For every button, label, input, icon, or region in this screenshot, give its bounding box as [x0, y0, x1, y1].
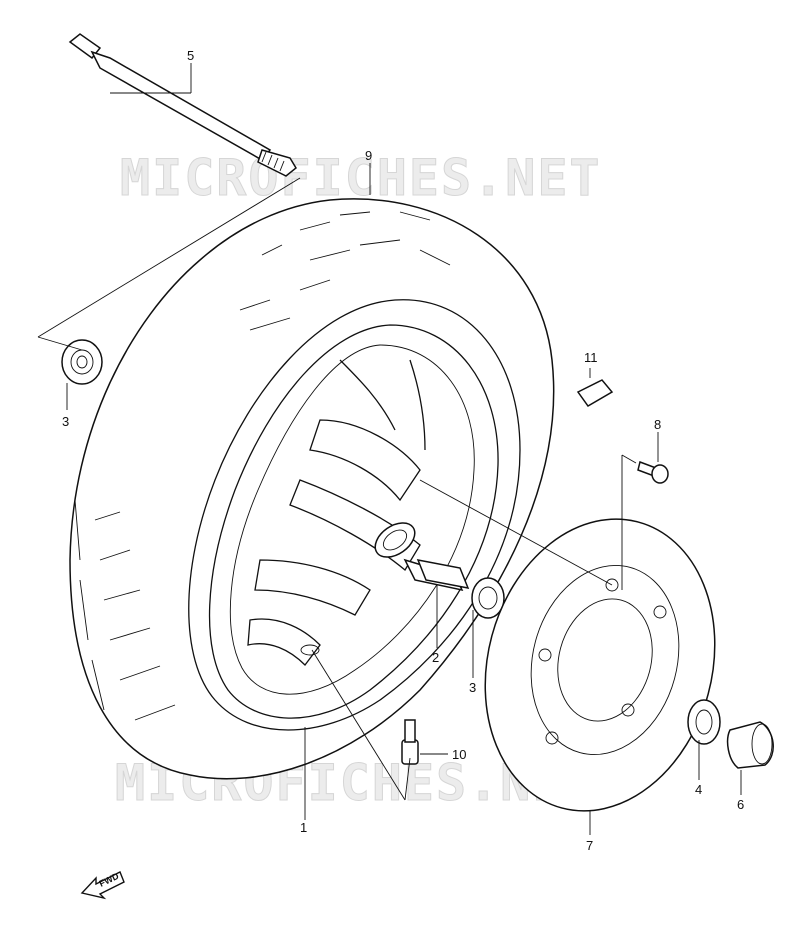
valve-part [401, 719, 419, 765]
balance-weight-part [576, 379, 614, 407]
cap-part [726, 721, 774, 769]
callout-11: 11 [584, 350, 598, 365]
brake-disc-part [484, 518, 716, 812]
axle-part [68, 33, 297, 177]
callout-6: 6 [737, 797, 744, 812]
callout-5: 5 [187, 48, 194, 63]
collar-part [687, 699, 721, 745]
callout-9: 9 [365, 148, 372, 163]
callout-7: 7 [586, 838, 593, 853]
bolt-part [637, 461, 669, 484]
callout-3-right: 3 [469, 680, 476, 695]
callout-3-left: 3 [62, 414, 69, 429]
spacer-part [416, 559, 470, 589]
fwd-arrow-icon: FWD [80, 871, 125, 900]
leader-lines [37, 63, 742, 835]
callout-8: 8 [654, 417, 661, 432]
wheel-assembly [69, 198, 555, 780]
callout-10: 10 [452, 747, 466, 762]
bearing-right-part [471, 577, 505, 619]
watermark-top: MICROFICHES.NET [120, 149, 602, 207]
callout-4: 4 [695, 782, 702, 797]
callout-1: 1 [300, 820, 307, 835]
callout-2: 2 [432, 650, 439, 665]
bearing-left-part [61, 339, 103, 385]
